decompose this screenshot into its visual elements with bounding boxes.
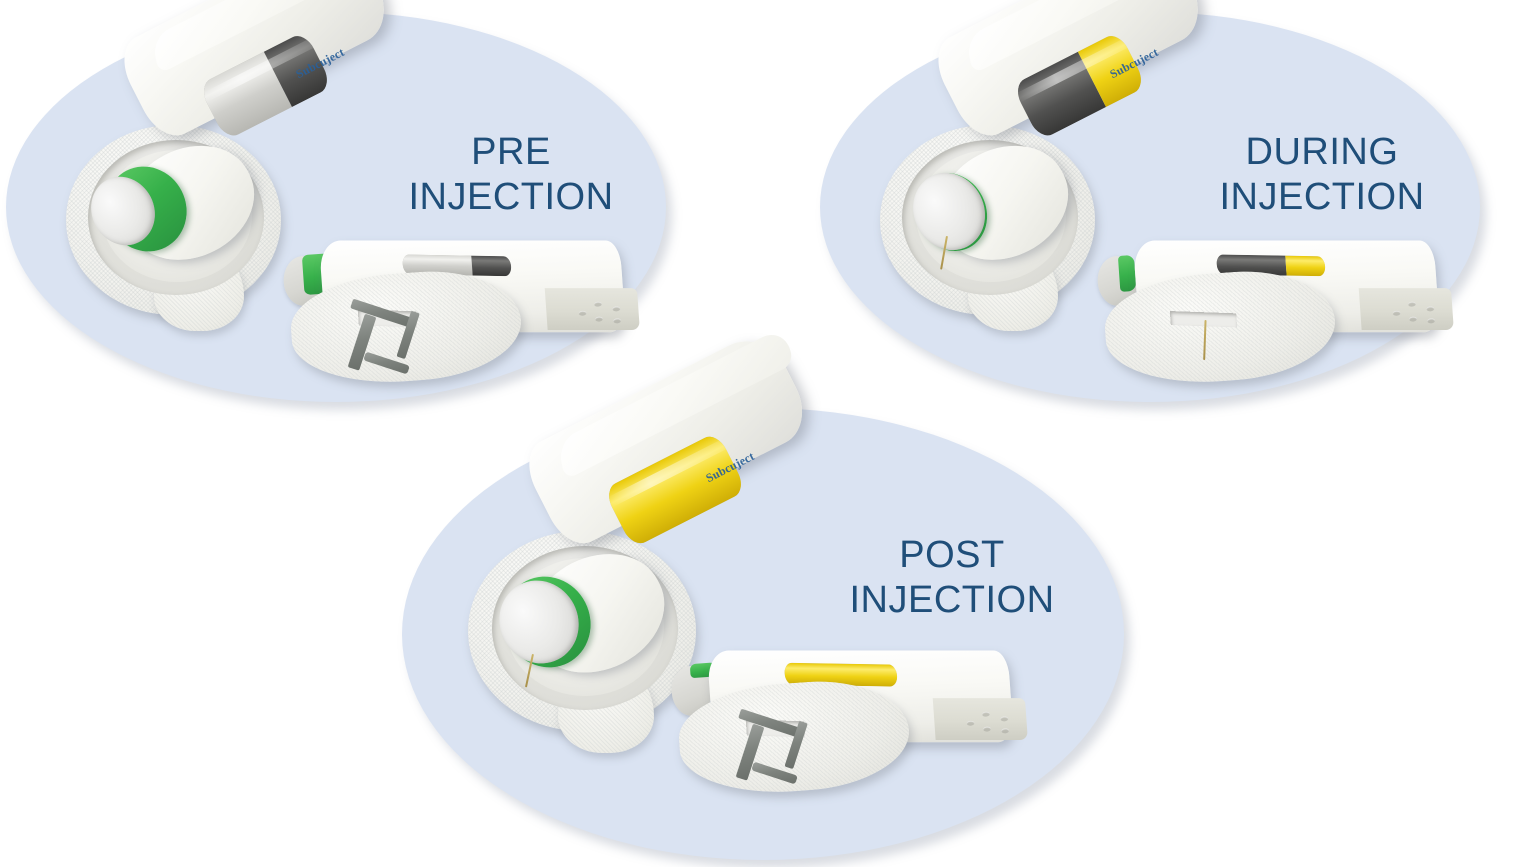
panel-caption-during: DURING INJECTION (1172, 130, 1472, 220)
panel-during: Subcuject DURING INJECTI (820, 0, 1480, 402)
caption-line-1: DURING (1245, 131, 1399, 173)
device-3q-view-post: Subcuject (446, 325, 876, 766)
device-3q-view-pre: Subcuject (44, 0, 474, 360)
side-cartridge-segment-drug (1285, 255, 1326, 277)
caption-line-1: POST (899, 534, 1005, 576)
panel-pre: Subcuject (6, 0, 666, 402)
grip-texture-dots (578, 297, 636, 327)
device-side-view-post (661, 630, 1070, 808)
caption-line-2: INJECTION (849, 578, 1055, 621)
device-side-view-during (1087, 220, 1496, 398)
caption-line-2: INJECTION (408, 175, 614, 218)
panel-post: Subcuject POST (402, 325, 1124, 860)
device-3q-view-during: Subcuject (858, 0, 1288, 360)
panel-caption-post: POST INJECTION (802, 533, 1102, 623)
grip-texture-dots (966, 707, 1024, 737)
device-side-view-pre (273, 220, 682, 398)
panel-caption-pre: PRE INJECTION (386, 130, 636, 220)
caption-line-1: PRE (471, 131, 551, 173)
caption-line-2: INJECTION (1219, 175, 1425, 218)
side-green-band[interactable] (1117, 254, 1137, 292)
side-cartridge-segment-stopper (471, 255, 512, 277)
grip-texture-dots (1392, 297, 1450, 327)
